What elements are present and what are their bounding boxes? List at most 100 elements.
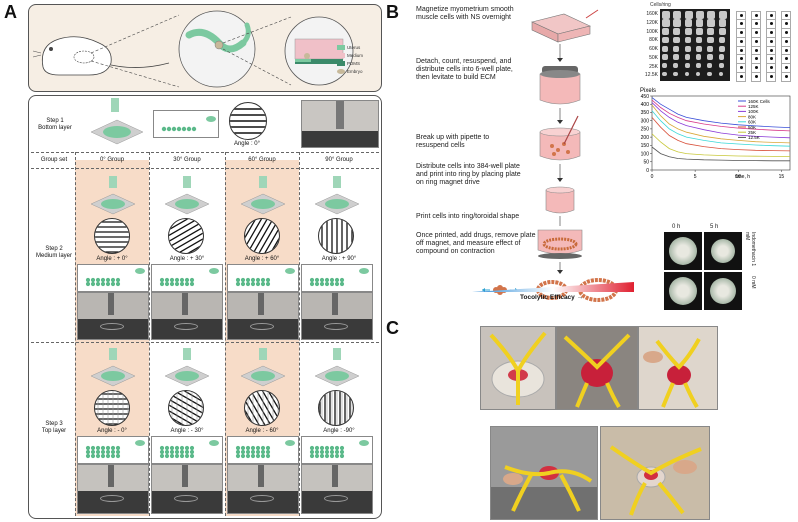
cell-grid-contracted (736, 10, 794, 82)
legend-label: 60K (748, 120, 756, 125)
series-line (651, 102, 791, 139)
grid-cell (673, 19, 681, 27)
step2-print-plate (239, 176, 287, 221)
step2-profile (227, 264, 299, 292)
y-tick-label: 50 (643, 160, 649, 166)
legend-label: 25K (748, 130, 756, 135)
legend-label: Embryo (347, 68, 363, 74)
grid-cell (695, 10, 704, 19)
step3-pattern-circle (244, 390, 280, 426)
grid-cell (695, 71, 701, 77)
divider (31, 168, 379, 169)
grid-cell (707, 36, 714, 44)
series-line (651, 133, 791, 157)
legend-label: 50K (748, 125, 756, 130)
step3-photo (77, 464, 149, 514)
step2-profile (301, 264, 373, 292)
divider (299, 152, 300, 516)
step2-angle: Angle : + 60° (244, 256, 280, 262)
workflow-illustrations (531, 9, 599, 274)
panel-label-c: C (386, 318, 399, 338)
grid-row-label: 160K (646, 11, 658, 17)
step3-pattern-circle (94, 390, 130, 426)
indomethacin-0mm: 0 mM (750, 276, 756, 289)
y-tick-label: 0 (646, 168, 649, 174)
y-tick-label: 150 (641, 143, 650, 149)
step2-photo (151, 292, 223, 340)
step2-pattern-circle (94, 218, 130, 254)
grid-cell (684, 10, 693, 19)
step3-angle: Angle : -90° (323, 428, 355, 434)
cell-grid (661, 10, 729, 80)
timelapse-image (704, 272, 742, 310)
grid-cell (662, 10, 670, 19)
indomethacin-1mm: Indomethacin 1 mM (744, 232, 756, 267)
grid-cell (684, 36, 692, 44)
series-line (651, 117, 791, 152)
workflow-step-3: Break up with pipette to resuspend cells (416, 134, 490, 149)
grid-row-label: 120K (646, 19, 658, 26)
divider (75, 152, 76, 516)
grid-cell (707, 54, 713, 60)
mouse-illustration (32, 10, 354, 88)
grid-cell (707, 10, 716, 19)
series-line (651, 146, 790, 162)
legend-label: PDMS (347, 60, 361, 66)
y-tick-label: 250 (641, 127, 650, 133)
step1-profile (153, 110, 219, 138)
panel-label-b: B (386, 2, 399, 22)
step2-angle: Angle : + 30° (169, 256, 205, 262)
grid-cell-contracted (766, 71, 776, 82)
legend-swatch-embryo (337, 68, 345, 74)
uterus-model-photo-2 (556, 326, 638, 410)
series-line (651, 104, 791, 144)
step3-profile (227, 436, 299, 464)
legend-label: 125K (748, 104, 759, 109)
y-tick-label: 400 (641, 102, 650, 108)
grid-cell (695, 28, 703, 35)
step3-label: Step 3 Top layer (33, 421, 75, 435)
grid-cell (684, 71, 690, 77)
time-label-5h: 5 h (710, 224, 719, 230)
step2-print-plate (163, 176, 211, 221)
grid-cell-contracted (736, 71, 746, 82)
step2-profile (151, 264, 223, 292)
y-tick-label: 100 (641, 151, 650, 157)
step2-angle: Angle : + 0° (96, 256, 128, 262)
grid-row-label: 60K (649, 46, 658, 52)
grid-cell-contracted (751, 71, 761, 82)
grid-cell (673, 36, 680, 44)
step1-photo (301, 100, 379, 148)
grid-cell (662, 19, 670, 27)
divider (31, 342, 379, 343)
step3-print-plate (89, 348, 137, 393)
workflow-step-1: Magnetize myometrium smooth muscle cells… (416, 6, 514, 21)
uterus-model-photo-3 (638, 326, 718, 410)
uterus-model-photo-4 (490, 426, 598, 520)
y-tick-label: 450 (641, 94, 650, 100)
grid-cell (718, 63, 724, 68)
grid-cell (695, 45, 702, 52)
grid-cell (695, 54, 702, 60)
grid-cell (684, 19, 693, 27)
group-header-30: 30° Group (173, 157, 201, 163)
step3-angle: Angle : - 0° (97, 428, 127, 434)
grid-cell (673, 10, 682, 19)
step1-pattern-circle (229, 102, 267, 140)
panel-a-protocol-box: Step 1 Bottom layer Group set Step 2 Med… (28, 95, 382, 519)
step1-subtitle: Bottom layer (38, 125, 72, 131)
legend-swatch-pdms (337, 60, 345, 66)
grid-cell (662, 28, 669, 35)
step1-label: Step 1 Bottom layer (35, 118, 75, 132)
y-tick-label: 200 (641, 135, 650, 141)
step3-pattern-circle (168, 390, 204, 426)
grid-cell (695, 63, 701, 68)
y-tick-label: 300 (641, 118, 650, 124)
grid-cell (662, 54, 668, 60)
step2-pattern-circle (318, 218, 354, 254)
panel-a-top-box: Uterus Medium PDMS Embryo (28, 4, 382, 92)
legend-label: 100K (748, 109, 759, 114)
step3-profile (77, 436, 149, 464)
step3-print-plate (313, 348, 361, 393)
